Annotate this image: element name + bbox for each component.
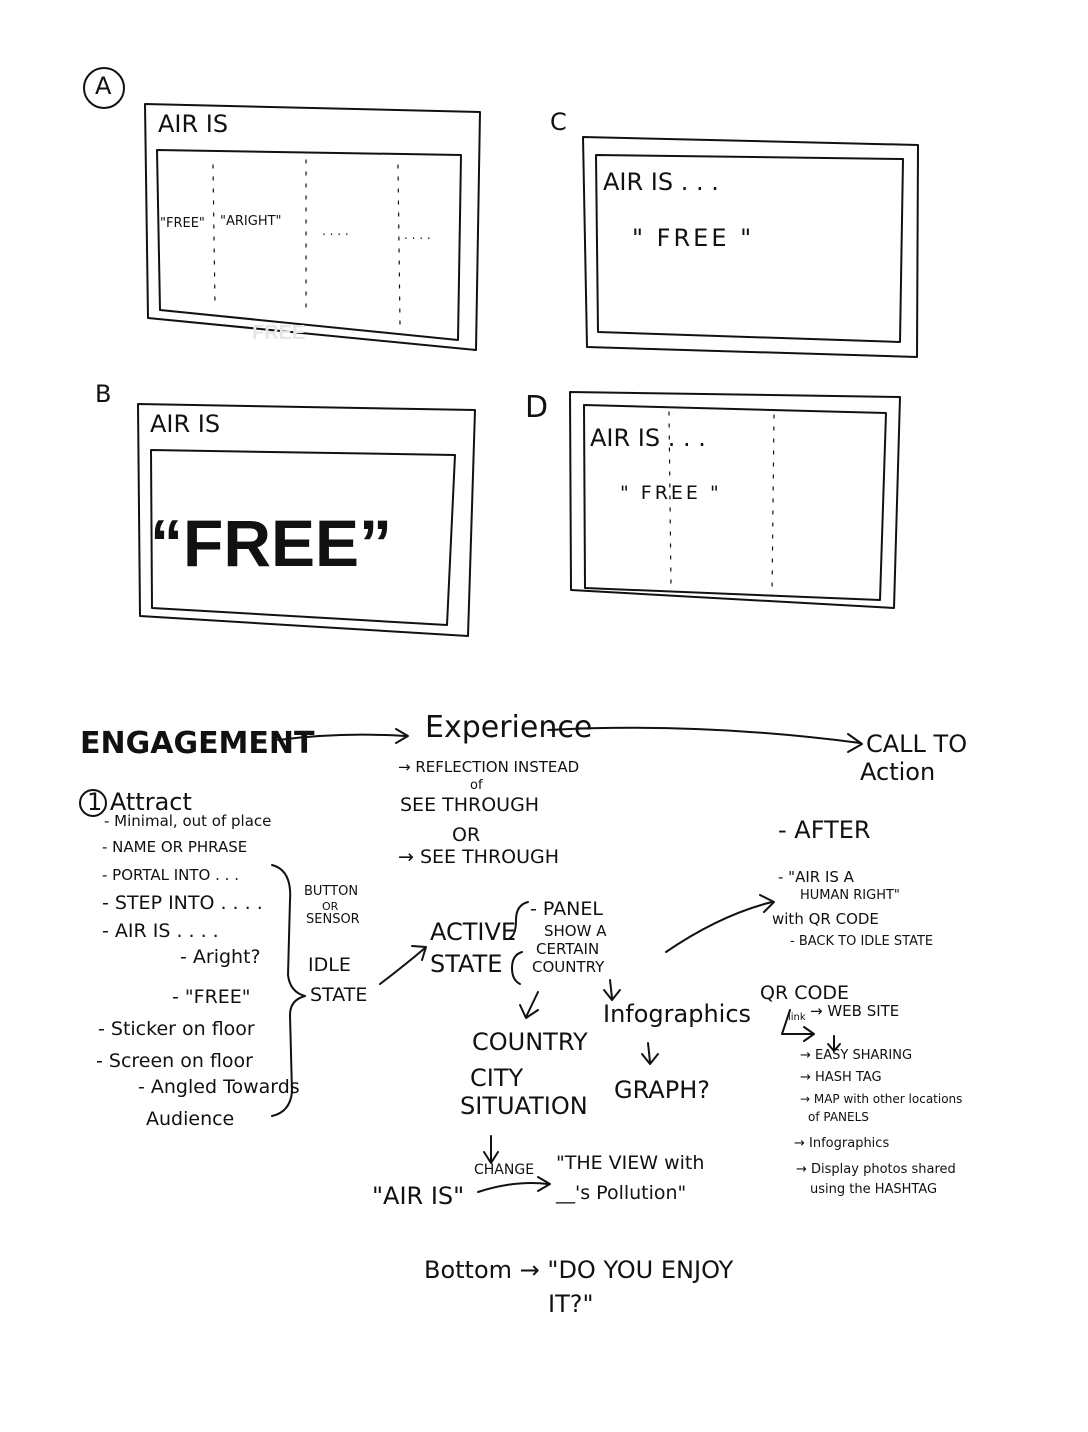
sketch-d-letter: D: [525, 390, 549, 425]
qr-heading: QR CODE: [760, 982, 850, 1004]
arrow-change: [477, 1182, 549, 1193]
qr-item: → Infographics: [794, 1136, 890, 1151]
infographics-label: Infographics: [603, 1000, 752, 1028]
active-brace-bottom: [511, 951, 523, 985]
attract-item: - Angled Towards: [138, 1076, 300, 1098]
attract-item: - PORTAL INTO . . .: [102, 866, 239, 884]
circle-a-icon: [83, 67, 125, 109]
panel-line-3: CERTAIN: [536, 940, 600, 958]
qr-item: using the HASHTAG: [810, 1182, 938, 1197]
the-view-line-1: "THE VIEW with: [556, 1152, 705, 1174]
after-item: with QR CODE: [772, 910, 879, 928]
country-line-2: CITY: [470, 1064, 524, 1092]
graph-label: GRAPH?: [614, 1076, 710, 1104]
attract-item: - NAME OR PHRASE: [102, 838, 248, 856]
attract-item: - AIR IS . . . .: [102, 920, 219, 942]
arrow-to-country: [525, 991, 539, 1018]
bottom-line-2: IT?": [548, 1290, 594, 1318]
sketch-a-title: AIR IS: [158, 110, 229, 138]
sketch-d-word: " FREE ": [620, 482, 722, 504]
experience-note-1: → REFLECTION INSTEAD: [398, 758, 580, 776]
country-line-1: COUNTRY: [472, 1028, 588, 1056]
attract-item: - Aright?: [180, 946, 261, 968]
qr-item: → Display photos shared: [796, 1162, 956, 1177]
sketch-c-word: " FREE ": [632, 224, 755, 252]
sketch-a-dots-1: . . . .: [322, 224, 349, 238]
arrow-idle-to-active: [379, 947, 426, 985]
sketch-a-word-aright: "ARIGHT": [220, 214, 282, 229]
after-item: - "AIR IS A: [778, 868, 854, 886]
circle-one-icon: [79, 789, 107, 817]
sketch-d-title: AIR IS . . .: [590, 424, 706, 452]
sketch-a-dots-2: . . . .: [404, 228, 431, 242]
arrow-active-to-after: [665, 901, 773, 953]
call-to-action-line-1: CALL TO: [866, 730, 968, 758]
engagement-heading: ENGAGEMENT: [80, 726, 315, 761]
attract-brace: [271, 864, 306, 1117]
after-heading: - AFTER: [778, 816, 871, 844]
attract-heading: 1 Attract: [87, 788, 192, 816]
button-sensor-line-3: SENSOR: [306, 912, 360, 927]
sketch-c-inner-frame: [595, 154, 904, 343]
arrow-engagement-to-experience: [277, 733, 406, 741]
panel-line-4: COUNTRY: [532, 958, 605, 976]
attract-item: Audience: [146, 1108, 235, 1130]
sketch-b-outer-frame: [137, 403, 476, 637]
qr-item: → MAP with other locations: [800, 1092, 963, 1106]
arrow-to-infographics: [609, 979, 613, 999]
air-is-label: "AIR IS": [372, 1182, 465, 1210]
idle-state-line-1: IDLE: [308, 954, 351, 976]
qr-link-label: link: [788, 1012, 806, 1023]
sketch-a-letter: A: [95, 72, 112, 100]
attract-item: - Sticker on floor: [98, 1018, 255, 1040]
experience-note-2: of: [470, 778, 483, 793]
arrow-link-website: [781, 1009, 813, 1035]
sketch-b-title: AIR IS: [150, 410, 221, 438]
panel-line-1: - PANEL: [530, 898, 603, 920]
arrow-experience-to-call: [547, 726, 861, 744]
change-label: CHANGE: [474, 1162, 535, 1178]
call-to-action-line-2: Action: [860, 758, 936, 786]
the-view-line-2: __'s Pollution": [556, 1182, 687, 1204]
sketch-a-inner-frame: [156, 149, 462, 341]
after-item: HUMAN RIGHT": [800, 888, 900, 903]
sketch-a-outer-frame: [144, 103, 481, 351]
experience-note-4: OR: [452, 824, 481, 846]
sketch-b-big-word: “FREE”: [150, 506, 393, 580]
sketch-a-word-free: "FREE": [160, 216, 205, 231]
attract-item: - Minimal, out of place: [104, 812, 272, 830]
qr-item: → HASH TAG: [800, 1070, 882, 1085]
attract-item: - STEP INTO . . . .: [102, 892, 263, 914]
sketch-d-outer-frame: [569, 391, 901, 609]
qr-item: of PANELS: [808, 1110, 869, 1124]
country-line-3: SITUATION: [460, 1092, 588, 1120]
active-state-line-1: ACTIVE: [430, 918, 517, 946]
after-item: - BACK TO IDLE STATE: [790, 934, 934, 949]
sketch-d-inner-frame: [583, 404, 887, 601]
idle-state-line-2: STATE: [310, 984, 368, 1006]
qr-item: → EASY SHARING: [800, 1048, 913, 1063]
sketch-c-outer-frame: [582, 136, 919, 358]
attract-item: - "FREE": [172, 986, 251, 1008]
sketch-c-letter: C: [550, 108, 567, 136]
qr-website: → WEB SITE: [810, 1002, 900, 1020]
bottom-line-1: Bottom → "DO YOU ENJOY: [424, 1256, 734, 1284]
arrow-to-graph: [647, 1042, 651, 1063]
active-state-line-2: STATE: [430, 950, 503, 978]
panel-line-2: SHOW A: [544, 922, 607, 940]
sketch-c-title: AIR IS . . .: [603, 168, 719, 196]
experience-heading: Experience: [425, 710, 593, 745]
sketch-b-inner-frame: [150, 449, 456, 626]
button-sensor-line-1: BUTTON: [304, 884, 359, 899]
sketch-b-letter: B: [95, 380, 112, 408]
experience-note-5: → SEE THROUGH: [398, 846, 560, 868]
experience-note-3: SEE THROUGH: [400, 794, 540, 816]
button-sensor-line-2: OR: [322, 900, 339, 913]
attract-item: - Screen on floor: [96, 1050, 253, 1072]
sketch-a-ghost-free: FREE: [252, 322, 306, 344]
active-brace-top: [509, 901, 529, 939]
